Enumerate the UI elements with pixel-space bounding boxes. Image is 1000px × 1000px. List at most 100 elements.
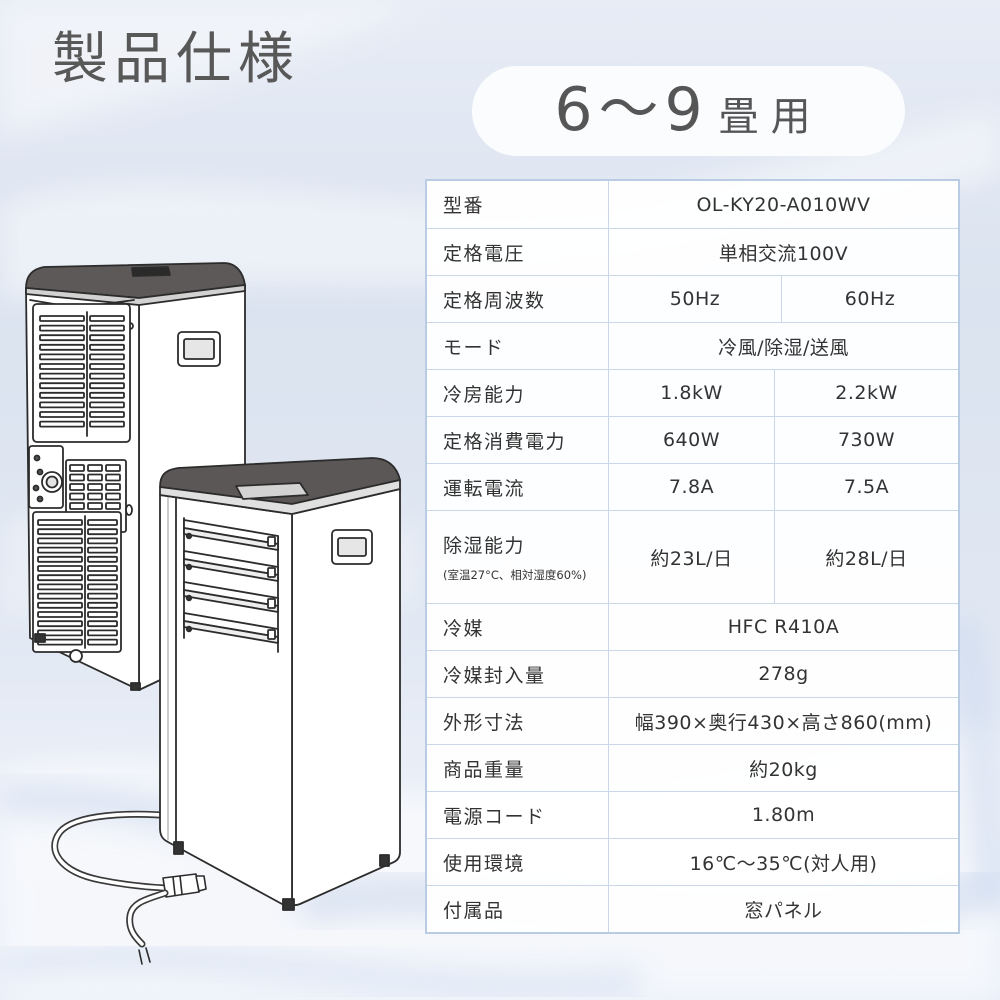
grille-slat xyxy=(37,620,83,628)
grille-slat xyxy=(87,638,118,646)
louver-blade-underside xyxy=(183,558,279,582)
spec-row-rated-frequency: 定格周波数 50Hz 60Hz xyxy=(427,275,958,322)
grille-slat xyxy=(37,546,83,554)
grille-slat xyxy=(39,315,85,322)
power-cord xyxy=(51,810,179,892)
vent-slot xyxy=(105,502,121,510)
spec-value-60hz: 7.5A xyxy=(843,476,890,498)
grille-slat xyxy=(89,363,125,370)
front-unit xyxy=(159,457,401,911)
spec-label: 運転電流 xyxy=(427,464,609,510)
grille-slat xyxy=(87,528,118,536)
louver-tab xyxy=(267,598,276,609)
rear-unit-control-panel xyxy=(28,445,64,509)
plug-prong xyxy=(145,947,151,963)
rear-unit-top-lid xyxy=(25,262,246,299)
spec-value-50hz: 約23L/日 xyxy=(609,511,775,603)
power-cord-body xyxy=(53,812,177,890)
grille-slat xyxy=(89,411,125,418)
grille-slat xyxy=(87,601,118,609)
spec-value: 幅390×奥行430×高さ860(mm) xyxy=(634,711,933,734)
grille-slat xyxy=(87,537,118,545)
grille-slat xyxy=(87,611,118,618)
spec-value: OL-KY20-A010WV xyxy=(696,193,871,216)
grille-slat xyxy=(39,391,85,399)
louver-blade-underside xyxy=(183,527,279,551)
spec-table: 型番 OL-KY20-A010WV 定格電圧 単相交流100V 定格周波数 50… xyxy=(425,179,960,934)
rear-unit-foot xyxy=(130,682,141,691)
grille-slat xyxy=(37,583,83,591)
louver-tab xyxy=(267,536,276,547)
spec-value-50hz: 7.8A xyxy=(609,464,775,510)
spec-row-accessories: 付属品 窓パネル xyxy=(427,885,958,932)
grille-slat xyxy=(39,343,85,351)
spec-label: 付属品 xyxy=(427,886,609,932)
plug-rib xyxy=(172,876,176,896)
grille-slat xyxy=(39,363,85,370)
grille-slat xyxy=(37,611,83,618)
spec-row-power-cord: 電源コード 1.80m xyxy=(427,791,958,838)
grille-slat xyxy=(37,565,83,572)
louver-pivot xyxy=(185,625,193,633)
grille-slat xyxy=(37,555,83,563)
grille-slat xyxy=(37,519,83,526)
spec-label: 冷媒 xyxy=(427,604,609,650)
louver-pivot xyxy=(185,563,193,571)
power-cord-outline xyxy=(51,810,179,892)
spec-label: 除湿能力 xyxy=(443,535,526,557)
spec-label: 外形寸法 xyxy=(427,698,609,744)
grille-slat xyxy=(87,574,118,582)
grille-slat xyxy=(89,420,125,428)
spec-label: 定格周波数 xyxy=(427,276,609,322)
front-unit-top-rim xyxy=(159,479,401,515)
grille-slat xyxy=(89,372,125,380)
spec-label: 冷媒封入量 xyxy=(427,651,609,697)
spec-row-model: 型番 OL-KY20-A010WV xyxy=(427,181,958,228)
spec-value: 約20kg xyxy=(749,758,818,781)
control-knob-center xyxy=(45,475,59,489)
rear-unit-foot xyxy=(34,633,46,643)
power-plug xyxy=(126,873,207,965)
front-unit-louvers xyxy=(183,517,279,653)
spec-row-dimensions: 外形寸法 幅390×奥行430×高さ860(mm) xyxy=(427,697,958,744)
front-unit-handle-grip xyxy=(337,537,367,557)
background-wave xyxy=(0,942,642,1000)
control-icon xyxy=(33,454,41,462)
grille-slat xyxy=(39,420,85,428)
grille-slat xyxy=(87,546,118,554)
page-title: 製品仕様 xyxy=(52,27,300,92)
grille-slat xyxy=(89,334,125,342)
grille-slat xyxy=(39,411,85,418)
vent-slot xyxy=(69,502,85,510)
vent-slot xyxy=(105,464,121,472)
vent-slot xyxy=(69,464,85,472)
spec-label: 定格電圧 xyxy=(427,229,609,275)
grille-slat xyxy=(39,334,85,342)
spec-row-weight: 商品重量 約20kg xyxy=(427,744,958,791)
spec-value-60hz: 約28L/日 xyxy=(825,547,908,570)
background-wave xyxy=(942,614,1000,906)
rear-unit-handle-grip xyxy=(183,338,215,360)
vent-slot xyxy=(87,492,103,501)
spec-label-cell: 除湿能力 (室温27°C、相対湿度60%) xyxy=(427,511,609,603)
louver-pivot xyxy=(185,532,193,540)
spec-value-60hz: 2.2kW xyxy=(835,382,898,404)
vent-slot xyxy=(105,492,121,501)
grille-slat xyxy=(37,601,83,609)
spec-label: 使用環境 xyxy=(427,839,609,885)
spec-row-operating-environment: 使用環境 16℃～35℃(対人用) xyxy=(427,838,958,885)
spec-label: 型番 xyxy=(427,181,609,228)
vent-latch xyxy=(125,504,133,516)
grille-slat xyxy=(89,315,125,322)
plug-rib xyxy=(179,875,183,895)
spec-label: 定格消費電力 xyxy=(427,417,609,463)
spec-row-dehumidifying-capacity: 除湿能力 (室温27°C、相対湿度60%) 約23L/日 約28L/日 xyxy=(427,510,958,603)
grille-slat xyxy=(89,343,125,351)
grille-slat xyxy=(39,382,85,390)
louver-blade-underside xyxy=(183,589,279,613)
grille-slat xyxy=(87,565,118,572)
grille-slat xyxy=(89,391,125,399)
vent-slot xyxy=(87,473,103,482)
plug-prong xyxy=(138,949,143,965)
